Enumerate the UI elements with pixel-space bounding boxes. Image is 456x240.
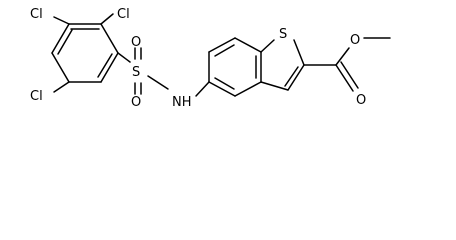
sulfonyl-oxygen-label: O xyxy=(131,95,141,110)
bond xyxy=(195,81,210,97)
bond xyxy=(260,81,289,91)
bond xyxy=(234,37,262,53)
molecule-diagram: Cl Cl Cl S O O NH S O O xyxy=(30,7,391,110)
bond xyxy=(117,52,131,63)
bond xyxy=(234,81,262,97)
carbonyl-oxygen-label: O xyxy=(356,93,366,108)
bond xyxy=(335,64,354,92)
bond xyxy=(97,53,113,78)
ester-oxygen-label: O xyxy=(350,33,360,48)
bond xyxy=(100,23,119,54)
bonds xyxy=(51,13,391,97)
amine-nh-label: NH xyxy=(172,95,192,110)
bond xyxy=(214,44,235,57)
bond xyxy=(208,81,236,97)
bond xyxy=(208,37,236,53)
atom-labels: Cl Cl Cl S O O NH S O O xyxy=(30,7,366,110)
bond xyxy=(51,52,70,83)
thiophene-sulfur-label: S xyxy=(279,27,287,42)
bond xyxy=(293,39,305,66)
sulfonyl-oxygen-label: O xyxy=(131,35,141,50)
bond xyxy=(53,16,70,25)
bond xyxy=(214,77,235,90)
sulfonyl-sulfur-label: S xyxy=(132,65,140,80)
bond xyxy=(51,23,70,54)
bond xyxy=(335,47,350,66)
bond xyxy=(147,75,169,90)
chlorine-label: Cl xyxy=(117,7,130,22)
bond xyxy=(100,13,114,25)
bond xyxy=(100,52,119,83)
bond xyxy=(260,39,275,53)
bond xyxy=(57,29,73,55)
bond xyxy=(284,66,299,87)
bond xyxy=(340,61,359,89)
chlorine-label: Cl xyxy=(30,7,43,22)
bond xyxy=(53,81,70,93)
bond xyxy=(287,64,305,91)
chlorine-label: Cl xyxy=(30,89,43,104)
